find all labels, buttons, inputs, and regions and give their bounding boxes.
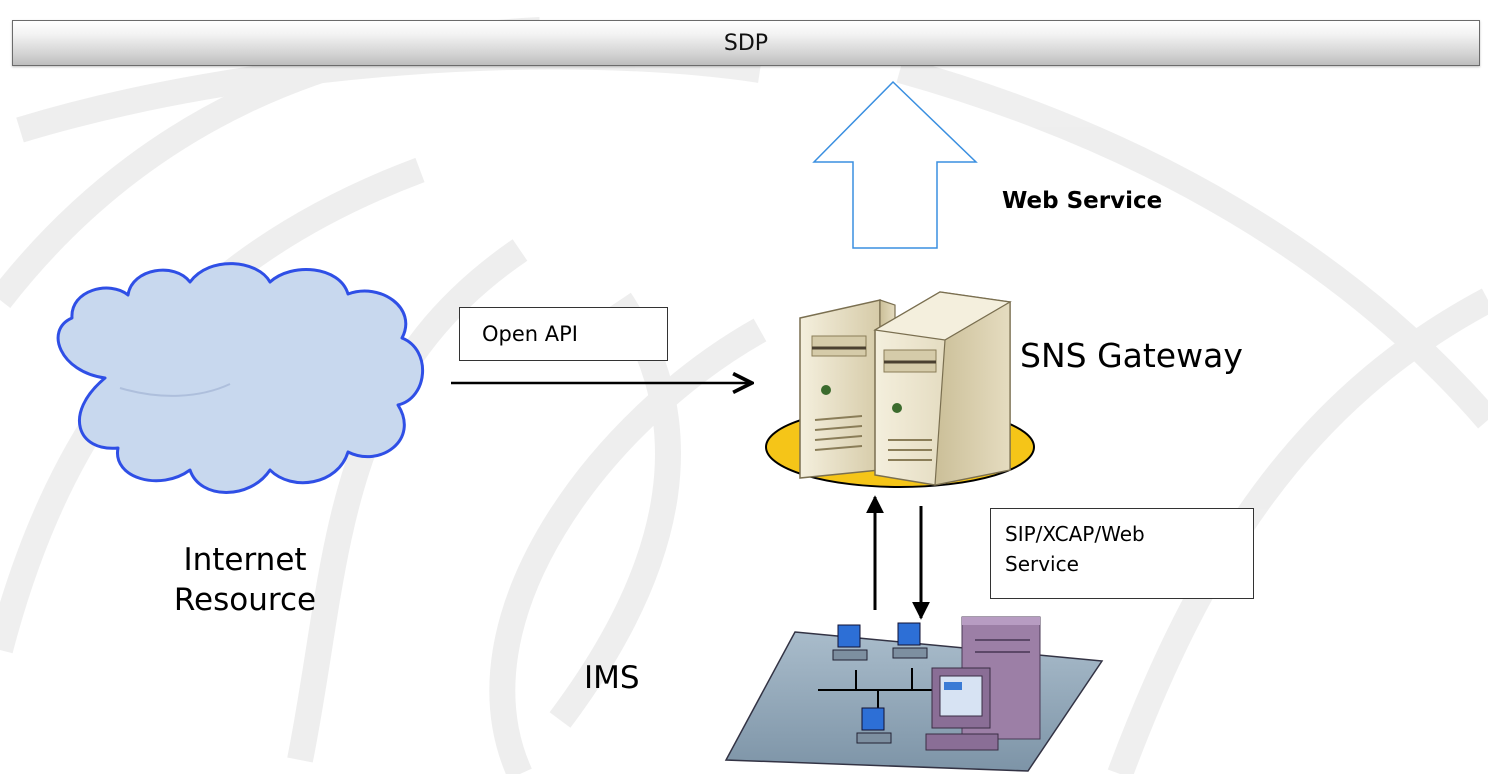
network-pc-icon	[892, 622, 928, 659]
internet-resource-label: Internet Resource	[120, 540, 370, 620]
sip-label-line2: Service	[1005, 552, 1079, 576]
server-icon	[765, 291, 1035, 488]
sns-gateway-label: SNS Gateway	[1020, 336, 1243, 375]
sdp-bar: SDP	[12, 20, 1480, 66]
network-pc-icon	[832, 624, 868, 661]
internet-label-line1: Internet	[183, 542, 307, 578]
open-api-label: Open API	[482, 322, 578, 346]
network-pc-icon	[856, 707, 892, 744]
sdp-label: SDP	[723, 30, 769, 56]
workstation-icon	[925, 616, 1041, 751]
network-icon	[724, 616, 1104, 772]
cloud-icon	[56, 262, 425, 494]
internet-label-line2: Resource	[173, 582, 317, 618]
open-api-box: Open API	[459, 307, 668, 361]
web-service-label: Web Service	[1002, 188, 1163, 214]
sip-xcap-box: SIP/XCAP/Web Service	[990, 508, 1254, 599]
ims-label: IMS	[584, 660, 640, 696]
sip-label-line1: SIP/XCAP/Web	[1005, 522, 1145, 546]
up-arrow-icon	[812, 80, 978, 249]
